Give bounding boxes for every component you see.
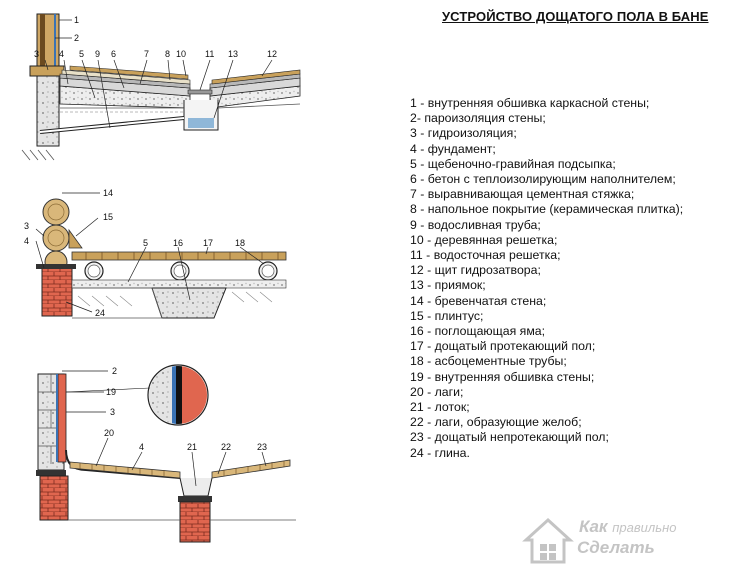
callout-mid-5: 5 xyxy=(143,238,148,248)
legend-item: 7 - выравнивающая цементная стяжка; xyxy=(410,187,635,202)
legend-item: 4 - фундамент; xyxy=(410,141,496,156)
callout-bot-2: 2 xyxy=(112,366,117,376)
middle-section xyxy=(36,198,287,319)
callout-mid-14: 14 xyxy=(103,188,113,198)
callout-top-13: 13 xyxy=(228,49,238,59)
watermark-word-3: Сделать xyxy=(577,538,655,557)
callout-top-7: 7 xyxy=(144,49,149,59)
callout-bot-3: 3 xyxy=(110,407,115,417)
callout-top-9: 9 xyxy=(95,49,100,59)
callout-bot-19: 19 xyxy=(106,387,116,397)
top-section xyxy=(20,13,301,161)
legend-item: 5 - щебеночно-гравийная подсыпка; xyxy=(410,156,616,171)
bottom-callouts: 2 19 3 20 4 21 22 23 xyxy=(62,366,267,487)
callout-top-12: 12 xyxy=(267,49,277,59)
callout-bot-4: 4 xyxy=(139,442,144,452)
top-callouts: 1 2 3 4 5 9 6 7 8 10 11 13 12 xyxy=(34,15,277,129)
callout-mid-4: 4 xyxy=(24,236,29,246)
legend-item: 21 - лоток; xyxy=(410,400,470,415)
callout-top-10: 10 xyxy=(176,49,186,59)
legend-item: 10 - деревянная решетка; xyxy=(410,232,558,247)
legend-item: 8 - напольное покрытие (керамическая пли… xyxy=(410,202,684,217)
legend-item: 24 - глина. xyxy=(410,445,470,460)
legend-item: 2- пароизоляция стены; xyxy=(410,111,546,126)
legend-item: 9 - водосливная труба; xyxy=(410,217,541,232)
legend-item: 18 - асбоцементные трубы; xyxy=(410,354,567,369)
callout-mid-16: 16 xyxy=(173,238,183,248)
callout-bot-23: 23 xyxy=(257,442,267,452)
callout-bot-20: 20 xyxy=(104,428,114,438)
legend-item: 20 - лаги; xyxy=(410,384,464,399)
callout-mid-18: 18 xyxy=(235,238,245,248)
callout-top-3: 3 xyxy=(34,49,39,59)
legend-item: 15 - плинтус; xyxy=(410,308,484,323)
callout-top-8: 8 xyxy=(165,49,170,59)
legend-item: 14 - бревенчатая стена; xyxy=(410,293,547,308)
legend-item: 19 - внутренняя обшивка стены; xyxy=(410,369,595,384)
legend-list: 1 - внутренняя обшивка каркасной стены;2… xyxy=(410,96,683,461)
callout-mid-3: 3 xyxy=(24,221,29,231)
legend-item: 6 - бетон с теплоизолирующим наполнителе… xyxy=(410,172,676,187)
legend-item: 12 - щит гидрозатвора; xyxy=(410,263,541,278)
legend-item: 23 - дощатый непротекающий пол; xyxy=(410,430,609,445)
legend-item: 16 - поглощающая яма; xyxy=(410,324,546,339)
callout-bot-22: 22 xyxy=(221,442,231,452)
middle-callouts: 14 15 3 4 5 16 17 18 24 xyxy=(24,188,265,318)
legend-item: 11 - водосточная решетка; xyxy=(410,248,561,263)
watermark: Как правильно Сделать xyxy=(522,514,727,569)
legend-item: 1 - внутренняя обшивка каркасной стены; xyxy=(410,96,650,110)
callout-mid-15: 15 xyxy=(103,212,113,222)
watermark-word-1: Как xyxy=(579,517,608,536)
bottom-section xyxy=(36,364,296,543)
callout-top-11: 11 xyxy=(205,49,214,59)
house-logo-icon xyxy=(522,517,574,564)
watermark-line-2: Сделать xyxy=(577,538,655,558)
watermark-line-1: Как правильно xyxy=(579,517,676,537)
legend-item: 3 - гидроизоляция; xyxy=(410,126,517,141)
page-title: УСТРОЙСТВО ДОЩАТОГО ПОЛА В БАНЕ xyxy=(442,9,709,24)
legend-item: 17 - дощатый протекающий пол; xyxy=(410,339,596,354)
callout-top-1: 1 xyxy=(74,15,79,25)
callout-top-6: 6 xyxy=(111,49,116,59)
callout-bot-21: 21 xyxy=(187,442,197,452)
callout-mid-17: 17 xyxy=(203,238,213,248)
callout-mid-24: 24 xyxy=(95,308,105,318)
legend-item: 13 - приямок; xyxy=(410,278,486,293)
legend-item: 22 - лаги, образующие желоб; xyxy=(410,415,582,430)
callout-top-2: 2 xyxy=(74,33,79,43)
callout-top-5: 5 xyxy=(79,49,84,59)
callout-top-4: 4 xyxy=(59,49,64,59)
watermark-word-2: правильно xyxy=(612,520,677,535)
